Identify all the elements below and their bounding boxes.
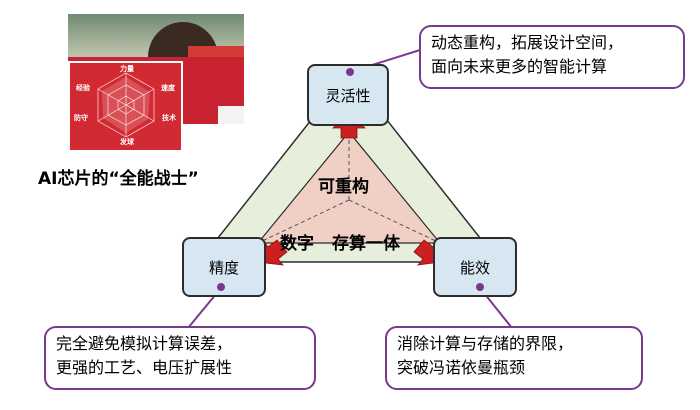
callout-flexibility: 动态重构，拓展设计空间， 面向未来更多的智能计算	[419, 25, 685, 89]
digital-label: 数字	[280, 234, 314, 254]
node-efficiency-label: 能效	[459, 258, 490, 277]
callout-flexibility-line2: 面向未来更多的智能计算	[431, 57, 608, 76]
radar-chart-card: 力量 经验 速度 防守 技术 发球	[68, 61, 183, 152]
node-flexibility-dot	[346, 68, 354, 76]
callout-efficiency-line2: 突破冯诺依曼瓶颈	[397, 358, 526, 377]
radar-label-speed: 速度	[161, 84, 175, 92]
callout-efficiency-line1: 消除计算与存储的界限，	[397, 334, 574, 353]
radar-label-defense: 防守	[74, 114, 88, 122]
radar-label-power: 力量	[120, 65, 134, 73]
radar-chart	[97, 72, 155, 138]
callout-flexibility-line1: 动态重构，拓展设计空间，	[431, 33, 624, 52]
callout-precision: 完全避免模拟计算误差， 更强的工艺、电压扩展性	[44, 326, 316, 390]
node-efficiency: 能效	[433, 237, 517, 297]
node-flexibility-label: 灵活性	[325, 86, 371, 105]
callout-precision-line2: 更强的工艺、电压扩展性	[56, 358, 233, 377]
cim-label: 存算一体	[332, 234, 400, 254]
node-precision-label: 精度	[208, 258, 239, 277]
ai-chip-caption: AI芯片的“全能战士”	[38, 169, 199, 189]
radar-label-serve: 发球	[120, 138, 134, 146]
callout-precision-line1: 完全避免模拟计算误差，	[56, 334, 233, 353]
reconfigurable-label: 可重构	[318, 177, 369, 197]
callout-efficiency: 消除计算与存储的界限， 突破冯诺依曼瓶颈	[385, 326, 643, 390]
triangle-guides	[257, 132, 441, 244]
node-precision-dot	[217, 283, 225, 291]
inner-triangle	[256, 131, 442, 244]
radar-label-experience: 经验	[76, 84, 90, 92]
radar-label-technique: 技术	[162, 114, 176, 122]
photo-stat-list	[218, 106, 244, 124]
node-efficiency-dot	[476, 283, 484, 291]
